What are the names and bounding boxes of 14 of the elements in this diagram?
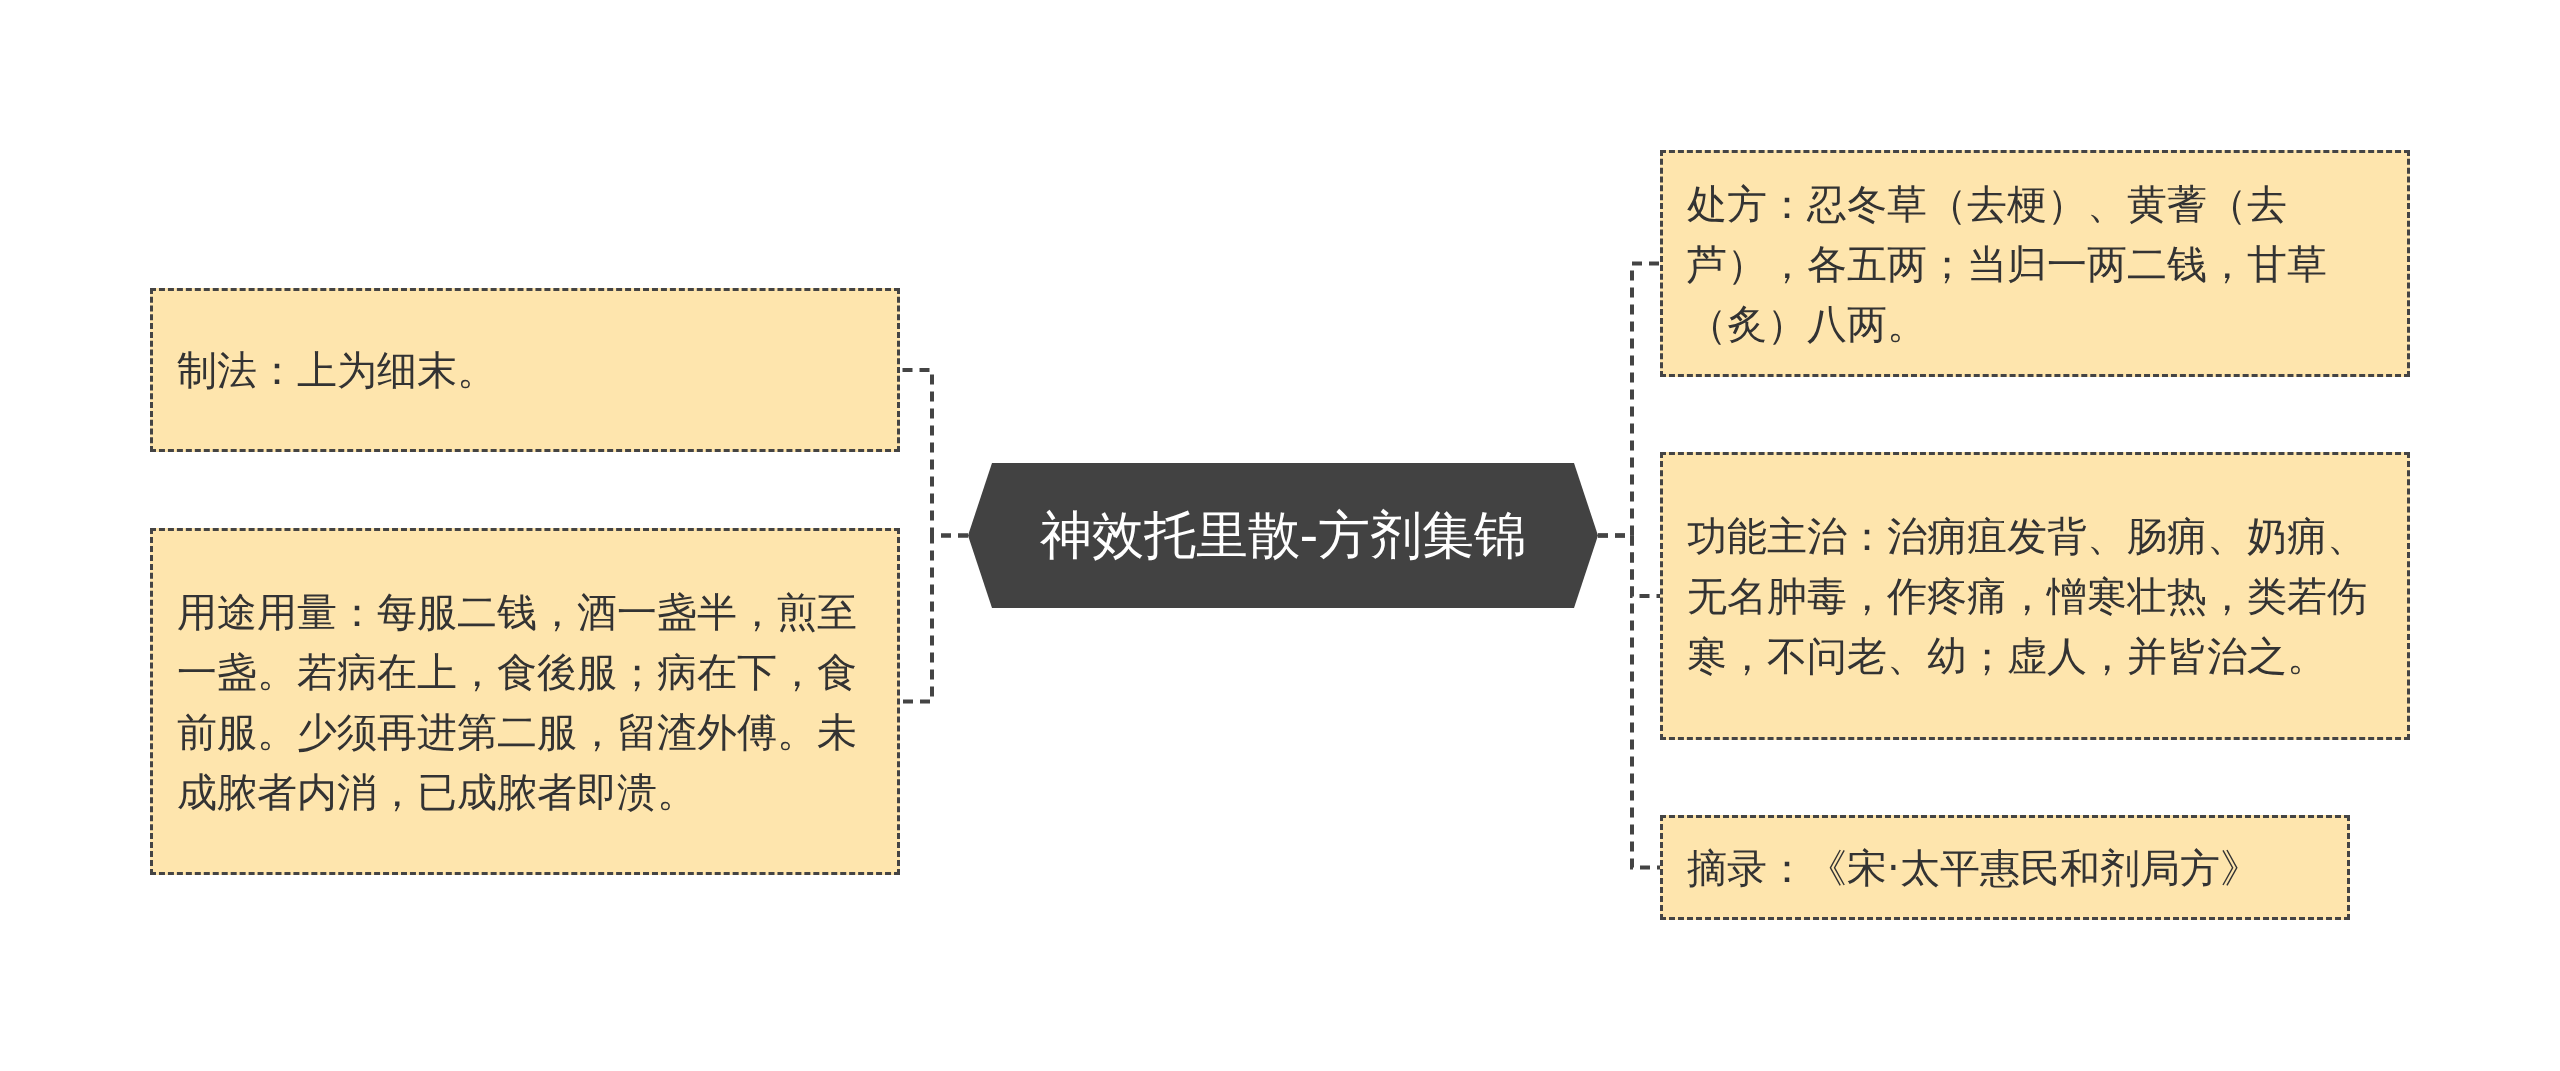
topic-text: 神效托里散-方剂集锦 [1038,503,1528,567]
note-text: 摘录：《宋·太平惠民和剂局方》 [1687,843,2260,893]
note-box [1660,150,2410,377]
connector-line [900,533,968,704]
note-text: 功能主治：治痈疽发背、肠痈、奶痈、无名肿毒，作疼痛，憎寒壮热，类若伤寒，不问老、幼；虚人，并皆治之。 [1687,512,2368,681]
topic-hexagon [968,463,1598,608]
note-text: 制法：上为细末。 [177,346,497,395]
connector-line [1598,533,1660,870]
note-box [1660,815,2350,920]
note-box [1660,452,2410,740]
note-box [150,528,900,875]
note-text: 处方：忍冬草（去梗）、黄蓍（去芦），各五两；当归一两二钱，甘草（炙）八两。 [1687,179,2328,349]
note-text: 用途用量：每服二钱，酒一盏半，煎至一盏。若病在上，食後服；病在下，食前服。少须再进第二服，留渣外傅。未成脓者内消，已成脓者即溃。 [177,587,858,817]
note-box [150,288,900,452]
